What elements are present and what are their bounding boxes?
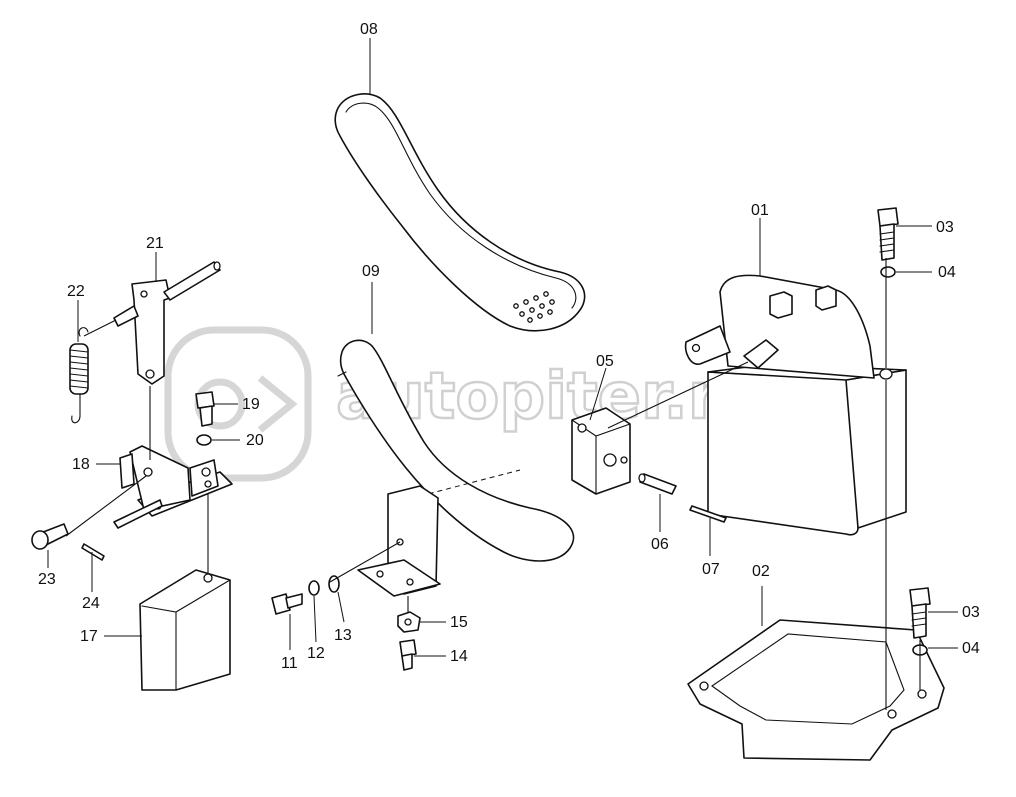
bolt-03-bottom <box>909 587 931 639</box>
cotter-pin <box>81 543 105 561</box>
label-05: 05 <box>596 353 614 370</box>
label-07: 07 <box>702 561 720 578</box>
bolt-11 <box>271 593 303 615</box>
label-22: 22 <box>67 283 85 300</box>
return-spring <box>69 327 89 424</box>
label-06: 06 <box>651 536 669 553</box>
pedal-pad-upper <box>334 93 586 332</box>
label-03-bottom: 03 <box>962 604 980 621</box>
assembly-lines <box>65 258 921 710</box>
label-18: 18 <box>72 456 90 473</box>
washer-04-top <box>880 266 896 278</box>
label-24: 24 <box>82 595 100 612</box>
label-02: 02 <box>752 563 770 580</box>
bolt-14 <box>399 639 417 671</box>
rubber-block <box>139 569 231 691</box>
label-21: 21 <box>146 235 164 252</box>
bolt-03-top <box>877 207 899 261</box>
label-08: 08 <box>360 21 378 38</box>
label-17: 17 <box>80 628 98 645</box>
part-labels: 08 01 03 04 05 06 07 09 02 03 04 21 22 1… <box>38 21 980 672</box>
base-plate <box>687 619 945 761</box>
label-11: 11 <box>281 655 298 672</box>
pin-07 <box>689 505 727 523</box>
pedal-arm <box>337 339 575 597</box>
connector-block <box>571 407 631 495</box>
label-20: 20 <box>246 432 264 449</box>
label-04-bottom: 04 <box>962 640 980 657</box>
leader-lines <box>47 38 958 657</box>
nut-15 <box>397 611 421 633</box>
label-01: 01 <box>751 202 769 219</box>
watermark-logo <box>164 326 312 482</box>
main-unit-box <box>684 274 907 536</box>
washer-20 <box>196 434 212 446</box>
label-19: 19 <box>242 396 260 413</box>
label-23: 23 <box>38 571 56 588</box>
support-bracket <box>113 445 233 529</box>
label-09: 09 <box>362 263 380 280</box>
label-03-top: 03 <box>936 219 954 236</box>
label-13: 13 <box>334 627 352 644</box>
label-04-top: 04 <box>938 264 956 281</box>
label-14: 14 <box>450 648 468 665</box>
bolt-19 <box>195 391 215 427</box>
pedal-tread-pattern <box>513 291 555 323</box>
pin-06 <box>638 473 677 495</box>
clevis-pin <box>31 523 69 550</box>
hinge-bracket <box>113 261 221 385</box>
washer-13 <box>328 575 340 593</box>
label-15: 15 <box>450 614 468 631</box>
label-12: 12 <box>307 645 325 662</box>
lock-washer-12 <box>308 580 320 596</box>
